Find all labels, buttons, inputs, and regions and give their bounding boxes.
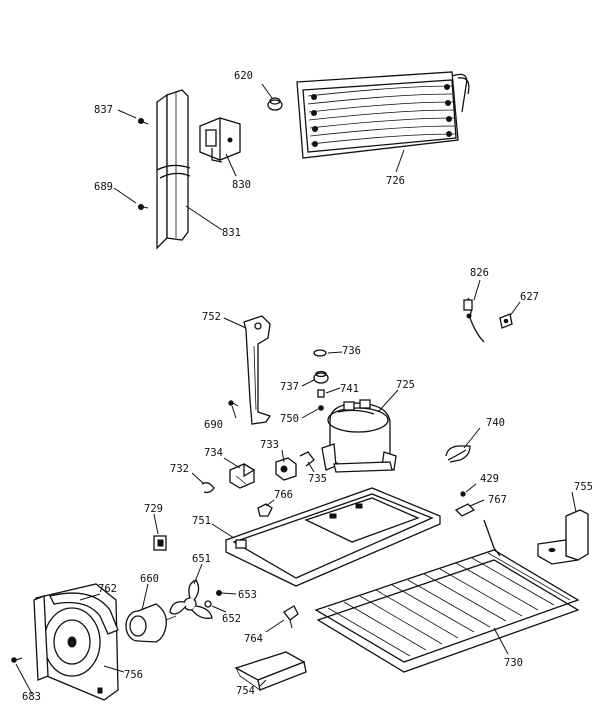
label-751: 751 (192, 515, 211, 527)
bracket-755 (537, 509, 589, 565)
label-826: 826 (470, 267, 489, 279)
bracket-752 (243, 315, 272, 425)
fan-blade-651 (169, 579, 213, 619)
overload-734 (229, 462, 256, 489)
label-651: 651 (192, 553, 211, 565)
label-729: 729 (144, 503, 163, 515)
condenser-726 (296, 71, 470, 159)
clip-735 (299, 451, 315, 467)
label-766: 766 (274, 489, 293, 501)
label-735: 735 (308, 473, 327, 485)
label-733: 733 (260, 439, 279, 451)
label-837: 837 (94, 104, 113, 116)
label-653: 653 (238, 589, 257, 601)
retainer-652 (204, 600, 212, 608)
screw-683 (11, 657, 23, 663)
clip-767 (454, 503, 476, 517)
clip-627 (499, 313, 513, 329)
label-740: 740 (486, 417, 505, 429)
label-764: 764 (244, 633, 263, 645)
label-756: 756 (124, 669, 143, 681)
label-660: 660 (140, 573, 159, 585)
label-429: 429 (480, 473, 499, 485)
label-690: 690 (204, 419, 223, 431)
relay-733 (275, 457, 297, 481)
grommet-stack (313, 349, 329, 411)
clip-764 (283, 605, 299, 629)
drain-pan-754 (234, 651, 307, 691)
compressor-725 (321, 399, 397, 473)
harness-826 (463, 297, 485, 343)
label-736: 736 (342, 345, 361, 357)
part-labels: 620 726 837 830 689 831 826 627 752 736 … (22, 70, 593, 703)
part-620-grommet (267, 97, 283, 111)
label-627: 627 (520, 291, 539, 303)
label-683: 683 (22, 691, 41, 703)
label-734: 734 (204, 447, 223, 459)
screw-689 (138, 204, 149, 210)
label-732: 732 (170, 463, 189, 475)
channel-762 (49, 592, 119, 635)
bracket-830 (199, 117, 241, 163)
label-689: 689 (94, 181, 113, 193)
clip-732 (201, 482, 215, 494)
condenser-coil-730 (314, 519, 580, 673)
screw-429 (460, 491, 466, 497)
label-830: 830 (232, 179, 251, 191)
label-730: 730 (504, 657, 523, 669)
label-831: 831 (222, 227, 241, 239)
label-741: 741 (340, 383, 359, 395)
label-726: 726 (386, 175, 405, 187)
bracket-766 (257, 503, 273, 517)
rail-831 (156, 89, 191, 250)
label-762: 762 (98, 583, 117, 595)
base-pan-751 (225, 487, 441, 587)
label-755: 755 (574, 481, 593, 493)
nut-653 (216, 590, 222, 596)
fan-motor-660 (125, 603, 177, 643)
tube-740 (445, 445, 471, 463)
label-652: 652 (222, 613, 241, 625)
label-767: 767 (488, 494, 507, 506)
screw-690 (228, 400, 239, 407)
label-752: 752 (202, 311, 221, 323)
label-737: 737 (280, 381, 299, 393)
screw-837 (138, 118, 149, 125)
leader-lines (15, 83, 577, 695)
label-754: 754 (236, 685, 255, 697)
label-750: 750 (280, 413, 299, 425)
label-620: 620 (234, 70, 253, 82)
label-725: 725 (396, 379, 415, 391)
part-729 (153, 535, 167, 551)
